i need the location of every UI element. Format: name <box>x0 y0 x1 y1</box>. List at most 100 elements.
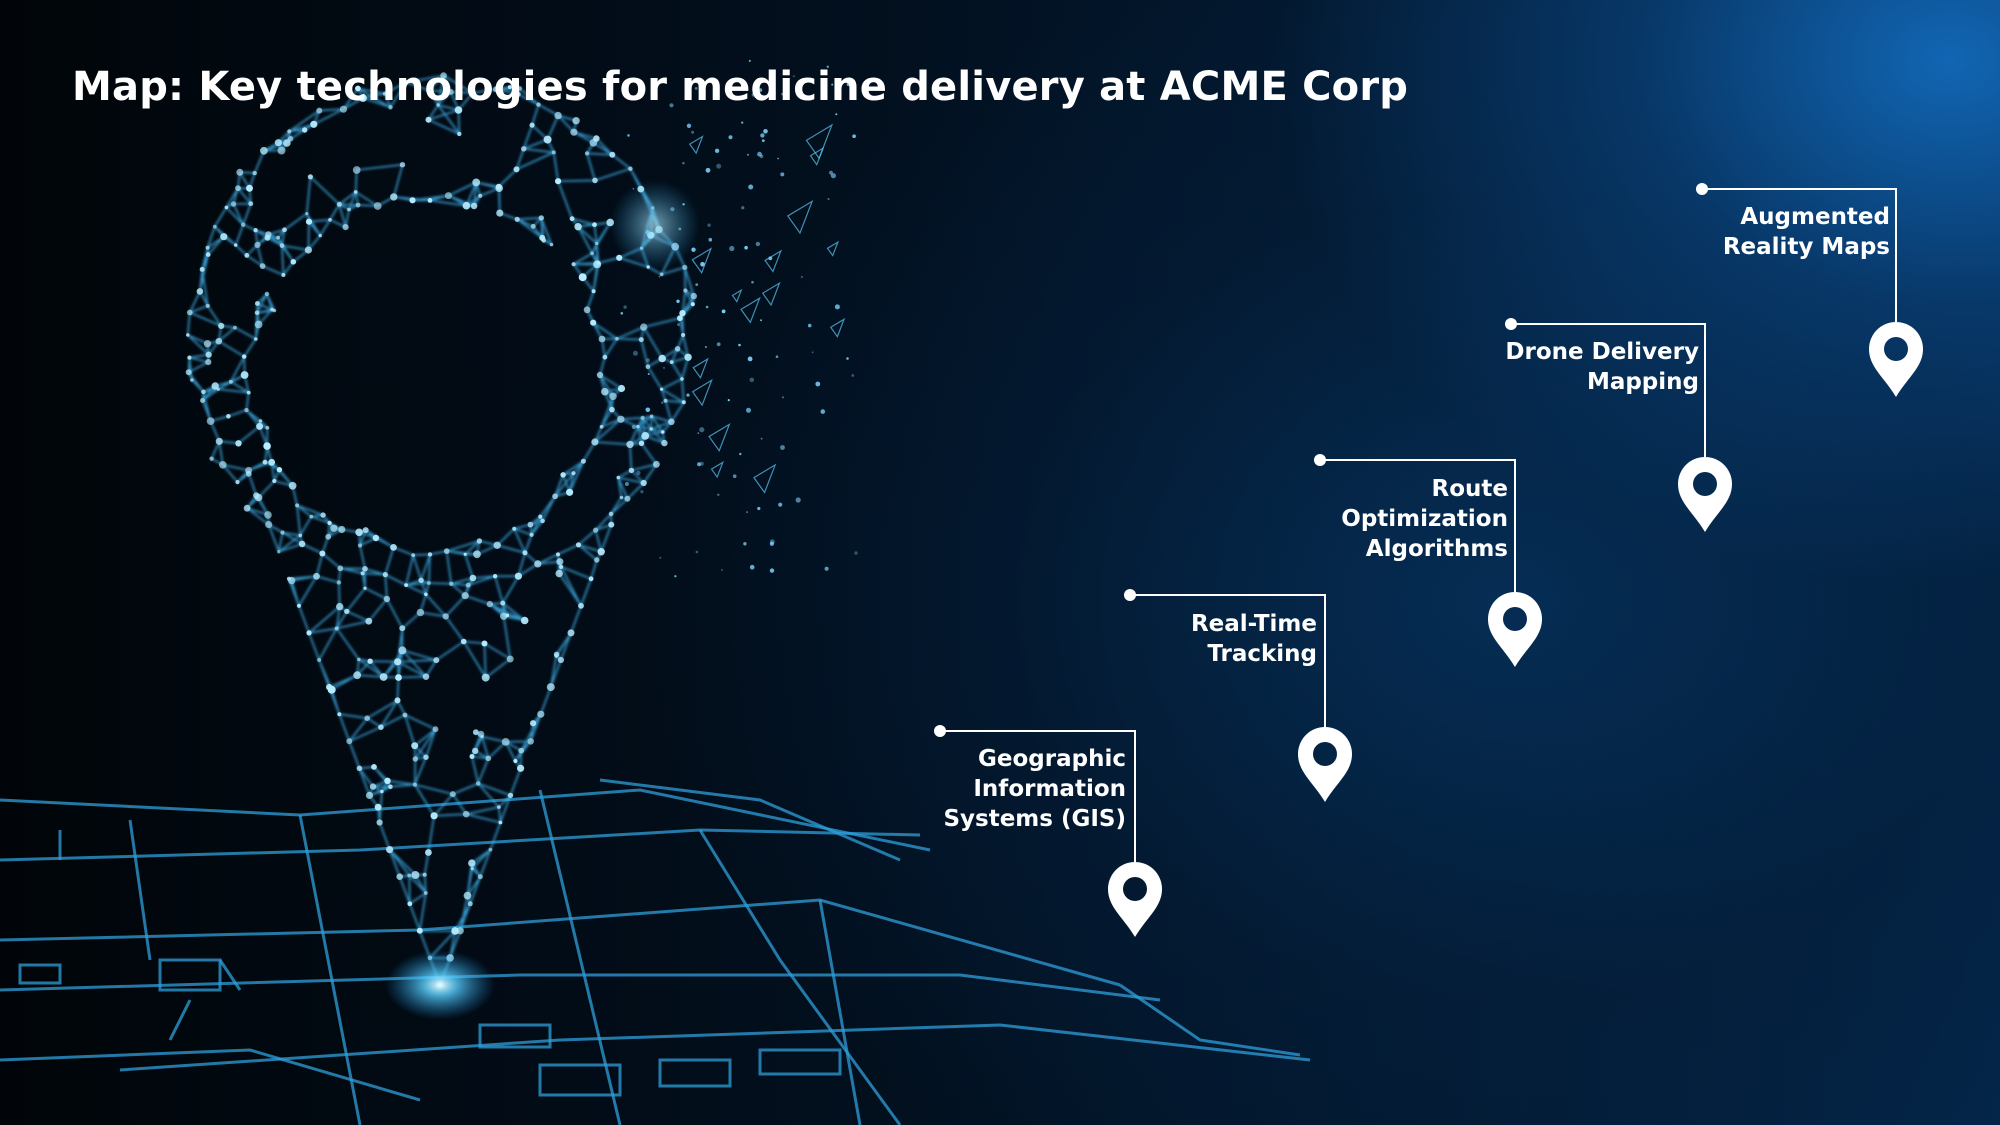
mesh-node <box>592 177 598 184</box>
mesh-node <box>369 783 377 790</box>
mesh-node <box>330 524 338 532</box>
label-line: Drone Delivery <box>1505 339 1699 365</box>
mesh-node <box>407 901 413 907</box>
particle <box>747 356 753 362</box>
particle <box>757 151 762 157</box>
mesh-node <box>514 572 523 580</box>
mesh-node <box>260 146 268 155</box>
mesh-node <box>376 819 383 826</box>
mesh-node <box>427 198 433 203</box>
particle <box>686 393 690 397</box>
mesh-node <box>641 432 650 440</box>
mesh-node <box>475 781 481 786</box>
particle <box>624 482 629 486</box>
mesh-node <box>200 398 206 403</box>
mesh-node <box>404 583 408 587</box>
mesh-node <box>574 223 582 231</box>
particle <box>781 396 785 399</box>
particle <box>623 305 627 309</box>
particle <box>699 427 705 433</box>
street <box>0 973 1161 1002</box>
mesh-node <box>186 309 193 316</box>
label-line: Route <box>1431 476 1508 502</box>
mesh-node <box>203 340 212 348</box>
mesh-node <box>454 106 463 114</box>
mesh-node <box>220 233 228 241</box>
label-line: Real-Time <box>1190 611 1317 637</box>
particle <box>691 130 695 134</box>
mesh-node <box>272 478 277 484</box>
mesh-node <box>338 525 346 534</box>
mesh-node <box>276 467 283 473</box>
mesh-node <box>681 400 686 405</box>
mesh-node <box>288 576 296 585</box>
callout-endpoint-dot <box>1696 183 1708 195</box>
mesh-node <box>344 608 350 615</box>
callout-endpoint-dot <box>934 725 946 737</box>
mesh-node <box>363 586 367 590</box>
mesh-node <box>234 243 238 247</box>
particle <box>686 123 692 128</box>
mesh-node <box>522 550 528 556</box>
particle <box>697 432 700 434</box>
technology-label-gis: Geographic Information Systems (GIS) <box>943 744 1126 834</box>
mesh-node <box>409 197 416 204</box>
mesh-node <box>507 792 514 799</box>
mesh-node <box>640 415 645 420</box>
mesh-node <box>609 392 617 401</box>
mesh-node <box>365 617 373 625</box>
mesh-node <box>440 72 447 79</box>
particle <box>705 167 711 173</box>
particle-fragment <box>764 249 783 273</box>
mesh-node <box>209 456 214 461</box>
particle <box>846 82 851 87</box>
particle <box>852 134 856 138</box>
mesh-node <box>500 612 508 620</box>
technology-label-route-optimization: Route Optimization Algorithms <box>1341 474 1508 564</box>
mesh-node <box>359 94 367 102</box>
mesh-node <box>283 139 291 147</box>
mesh-node <box>388 784 393 790</box>
mesh-node <box>256 422 264 430</box>
mesh-node <box>327 685 336 694</box>
particle <box>695 283 699 286</box>
mesh-node <box>682 264 688 270</box>
particle <box>775 355 779 359</box>
mesh-node <box>306 630 312 636</box>
mesh-node <box>243 504 251 512</box>
mesh-node <box>416 608 425 617</box>
mesh-node <box>556 558 564 566</box>
mesh-node <box>583 306 591 314</box>
mesh-node <box>288 481 297 490</box>
particle <box>778 502 783 507</box>
particle <box>704 346 707 348</box>
particle <box>645 358 650 363</box>
particle <box>784 81 788 85</box>
mesh-node <box>336 602 344 611</box>
mesh-node <box>616 475 621 480</box>
mesh-node <box>196 288 204 295</box>
mesh-node <box>422 673 430 680</box>
mesh-node <box>555 569 563 578</box>
particle <box>636 470 641 476</box>
particle <box>769 568 775 573</box>
particle <box>747 153 749 156</box>
mesh-node <box>211 382 219 390</box>
city-block <box>538 1063 622 1097</box>
street <box>1119 983 1301 1057</box>
mesh-node <box>628 467 635 474</box>
mesh-node <box>615 336 619 341</box>
mesh-node <box>265 231 272 238</box>
street <box>0 788 931 852</box>
street <box>58 830 242 1041</box>
mesh-node <box>219 461 227 469</box>
mesh-node <box>530 223 536 229</box>
particle <box>714 148 720 153</box>
mesh-node <box>235 440 242 447</box>
mesh-node <box>304 246 312 254</box>
particle-fragment <box>688 135 704 155</box>
mesh-node <box>390 544 397 551</box>
mesh-node <box>628 166 633 171</box>
mesh-node <box>529 122 535 128</box>
mesh-node <box>279 243 285 249</box>
